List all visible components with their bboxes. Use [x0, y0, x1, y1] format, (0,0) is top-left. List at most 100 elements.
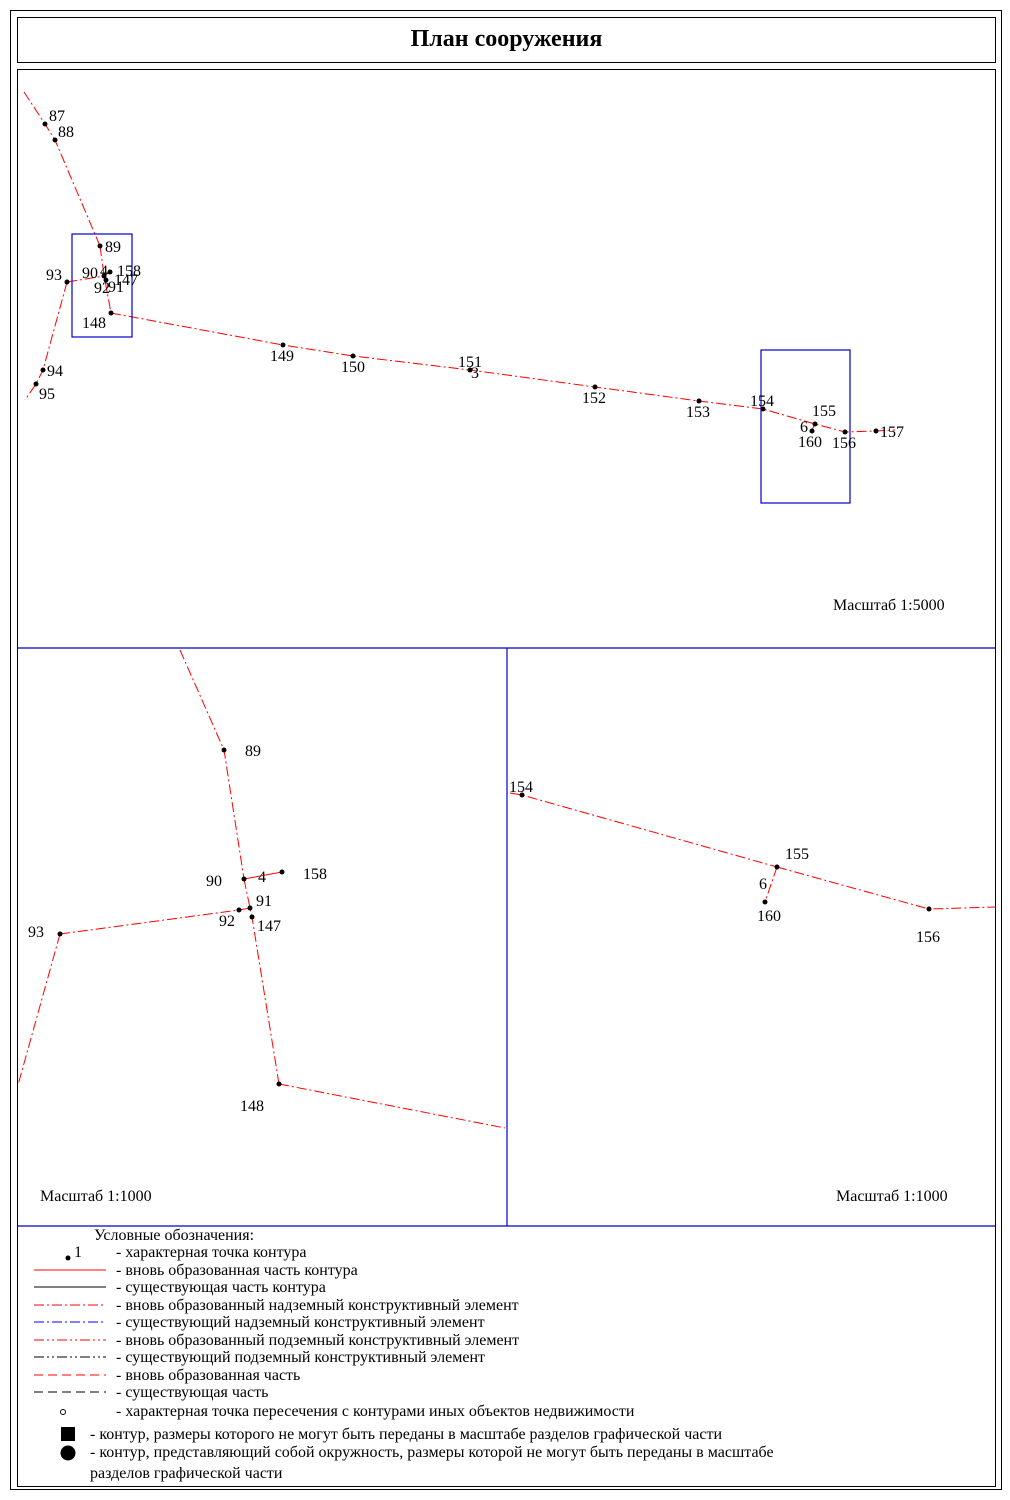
d1-point-147 — [249, 914, 255, 920]
point-148 — [108, 310, 114, 316]
main-frame — [17, 69, 996, 1487]
detail-right-labels: 154 155 6 160 156 — [509, 779, 940, 946]
line-93-95 — [24, 281, 68, 401]
d1-point-92 — [236, 907, 242, 913]
legend-item-1: - вновь образованная часть контура — [116, 1262, 358, 1279]
label-158: 158 — [117, 263, 141, 280]
d1-line-148-right — [278, 1083, 506, 1129]
point-149 — [280, 342, 286, 348]
label-92: 92 — [94, 280, 110, 297]
d1-point-91 — [247, 905, 253, 911]
label-155: 155 — [812, 403, 836, 420]
d1-line-90-158 — [243, 871, 283, 880]
scale-main: Масштаб 1:5000 — [833, 597, 945, 614]
line-148-157 — [110, 312, 896, 433]
point-157 — [873, 428, 879, 434]
d1-label-91: 91 — [256, 893, 272, 910]
line-93-92 — [66, 275, 105, 283]
detail-right-points — [519, 792, 932, 912]
line-87-89 — [23, 91, 101, 247]
legend-item-11: - контур, представляющий собой окружност… — [90, 1444, 774, 1461]
sheet-outer-frame — [10, 10, 1002, 1490]
label-147: 147 — [114, 272, 138, 289]
d1-label-4: 4 — [258, 869, 266, 886]
main-map — [23, 91, 896, 433]
line-89-148 — [99, 245, 112, 314]
legend-item-0: - характерная точка контура — [116, 1244, 307, 1261]
detail-left-labels: 89 90 4 158 91 92 147 93 148 — [28, 743, 327, 1115]
d2-label-160: 160 — [757, 908, 781, 925]
label-157: 157 — [880, 424, 904, 441]
point-156 — [842, 429, 848, 435]
d1-label-148: 148 — [240, 1098, 264, 1115]
legend-item-10: - контур, размеры которого не могут быть… — [90, 1426, 723, 1443]
legend-symbols — [34, 1255, 106, 1461]
label-87: 87 — [49, 108, 65, 125]
label-153: 153 — [686, 404, 710, 421]
label-91: 91 — [108, 279, 124, 296]
d2-point-160 — [762, 899, 768, 905]
detail-left-lines — [17, 649, 506, 1129]
point-90 — [101, 273, 107, 279]
label-152: 152 — [582, 390, 606, 407]
point-158 — [107, 269, 113, 275]
d2-label-6: 6 — [759, 876, 767, 893]
d1-point-89 — [221, 747, 227, 753]
label-4: 4 — [100, 263, 108, 280]
label-148: 148 — [82, 315, 106, 332]
legend-item-6: - существующий подземный конструктивный … — [116, 1349, 485, 1366]
scale-detail-right: Масштаб 1:1000 — [836, 1188, 948, 1205]
label-93: 93 — [46, 267, 62, 284]
point-91 — [103, 277, 109, 283]
d2-line-155-156 — [776, 866, 997, 910]
legend-circle-icon — [60, 1445, 76, 1461]
label-154: 154 — [750, 393, 774, 410]
d2-point-154 — [519, 792, 525, 798]
label-160: 160 — [798, 434, 822, 451]
point-94 — [40, 367, 46, 373]
d2-label-156: 156 — [916, 929, 940, 946]
zoom-frame-left — [71, 233, 133, 338]
d1-label-158: 158 — [303, 866, 327, 883]
d1-label-89: 89 — [245, 743, 261, 760]
main-map-labels: 87 88 89 90 4 158 147 92 91 93 148 149 1… — [39, 108, 904, 452]
point-152 — [592, 384, 598, 390]
d2-line-155-160 — [764, 866, 778, 903]
d1-label-92: 92 — [219, 913, 235, 930]
point-151 — [467, 367, 473, 373]
d2-line-154-155 — [509, 792, 778, 868]
point-93 — [64, 279, 70, 285]
legend-item-8: - существующая часть — [116, 1384, 269, 1401]
legend-item-9: - характерная точка пересечения с контур… — [116, 1403, 635, 1420]
point-150 — [350, 353, 356, 359]
scale-detail-left: Масштаб 1:1000 — [40, 1188, 152, 1205]
d1-label-90: 90 — [206, 873, 222, 890]
zoom-frame-right — [760, 349, 851, 504]
d2-label-154: 154 — [509, 779, 533, 796]
legend-item-4: - существующий надземный конструктивный … — [116, 1314, 485, 1331]
legend-square-icon — [61, 1427, 75, 1441]
d1-point-158 — [279, 869, 285, 875]
legend-point-sample: 1 — [74, 1244, 82, 1261]
legend-point-icon — [65, 1255, 71, 1261]
d2-point-156 — [926, 906, 932, 912]
label-89: 89 — [105, 239, 121, 256]
page-title: План сооружения — [17, 17, 996, 63]
label-90: 90 — [82, 265, 98, 282]
d1-label-147: 147 — [257, 918, 281, 935]
d1-line-top — [179, 649, 245, 880]
label-149: 149 — [270, 348, 294, 365]
legend-intersection-icon — [60, 1409, 66, 1415]
d1-line-90-91 — [243, 878, 280, 1085]
point-155 — [812, 421, 818, 427]
point-87 — [42, 121, 48, 127]
legend-item-7: - вновь образованная часть — [116, 1367, 301, 1384]
label-6: 6 — [800, 419, 808, 436]
label-94: 94 — [47, 363, 63, 380]
point-89 — [97, 243, 103, 249]
d2-point-155 — [774, 864, 780, 870]
d1-point-90 — [241, 876, 247, 882]
legend-item-5: - вновь образованный подземный конструкт… — [116, 1332, 520, 1349]
d1-point-148 — [276, 1081, 282, 1087]
